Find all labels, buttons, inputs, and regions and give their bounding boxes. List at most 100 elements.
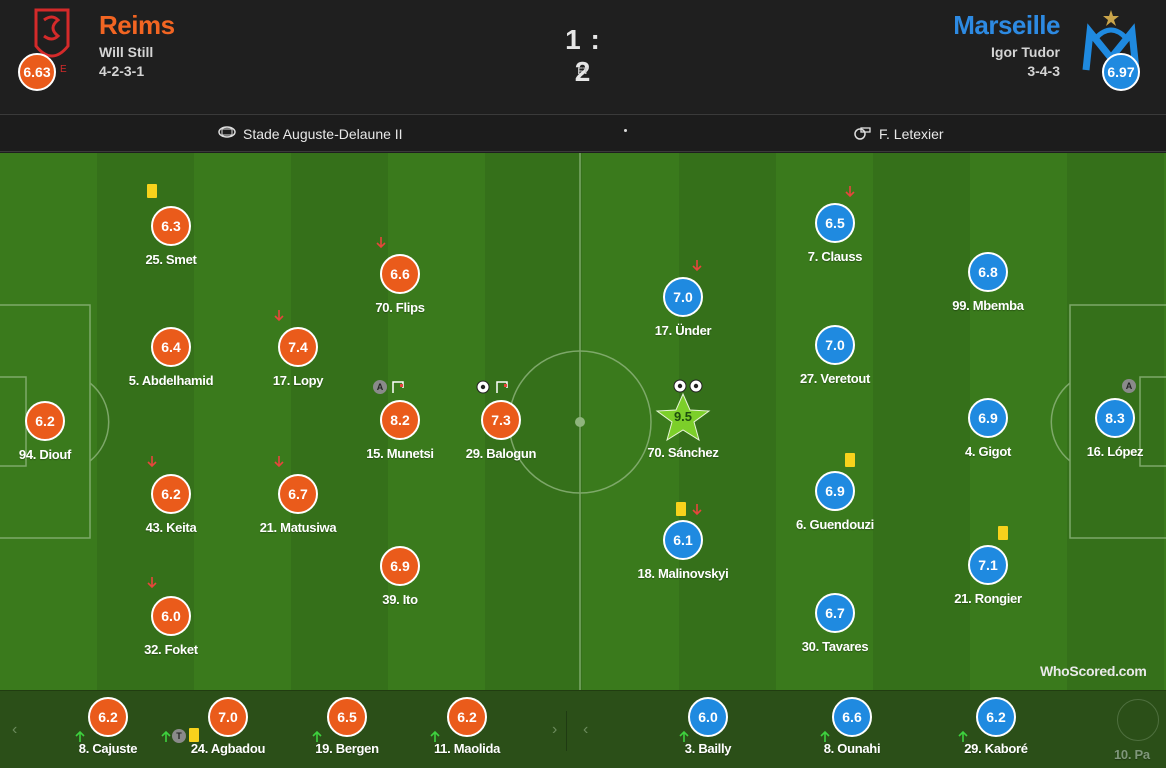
player-name: 32. Foket [144, 642, 198, 657]
sub-in-arrow-icon [430, 730, 440, 742]
player-home[interactable]: 6.3 25. Smet [111, 206, 231, 267]
player-rating: 6.2 [88, 697, 128, 737]
star-icon [655, 392, 711, 442]
goal-ball-icon [689, 379, 703, 393]
player-away[interactable]: 7.0 27. Veretout [775, 325, 895, 386]
player-name: 24. Agbadou [190, 741, 266, 756]
player-name: 39. Ito [382, 592, 418, 607]
bench-player-home[interactable]: 6.2 11. Maolida [407, 697, 527, 756]
match-header: E 6.63 Reims Will Still 4-2-3-1 1 : 2 FT… [0, 0, 1166, 113]
player-name: 25. Smet [145, 252, 197, 267]
captain-icon: A [373, 380, 387, 394]
player-name: 11. Maolida [433, 741, 501, 756]
bench-player-home[interactable]: 6.5 19. Bergen [287, 697, 407, 756]
player-name: 16. López [1086, 444, 1144, 459]
player-rating: 7.4 [278, 327, 318, 367]
away-team-rating: 6.97 [1102, 53, 1140, 91]
player-away[interactable]: 9.5 70. Sánchez [623, 392, 743, 460]
stadium-name: Stade Auguste-Delaune II [243, 126, 403, 142]
bench-next-button[interactable] [1117, 699, 1159, 741]
player-rating: 6.7 [278, 474, 318, 514]
sub-in-arrow-icon [958, 730, 968, 742]
player-home[interactable]: 6.2 94. Diouf [0, 401, 105, 462]
whistle-icon [854, 127, 871, 140]
player-home[interactable]: 6.0 32. Foket [111, 596, 231, 657]
bench-player-home[interactable]: 7.0 24. Agbadou [168, 697, 288, 756]
player-name: 3. Bailly [684, 741, 732, 756]
home-team-name[interactable]: Reims [99, 10, 175, 40]
player-name: 19. Bergen [315, 741, 379, 756]
separator-dot [624, 129, 627, 132]
man-of-the-match-star: 9.5 [653, 392, 713, 444]
player-name: 18. Malinovskyi [637, 566, 729, 581]
svg-text:E: E [60, 64, 67, 75]
home-manager: Will Still [99, 44, 154, 60]
player-name: 70. Flips [375, 300, 425, 315]
player-away[interactable]: 8.3 16. López [1055, 398, 1166, 459]
yellow-card-icon [189, 728, 199, 742]
player-home[interactable]: 7.4 17. Lopy [238, 327, 358, 388]
player-rating: 6.8 [968, 252, 1008, 292]
player-rating: 6.4 [151, 327, 191, 367]
player-home[interactable]: 6.6 70. Flips [340, 254, 460, 315]
bench-player-away[interactable]: 6.6 8. Ounahi [792, 697, 912, 756]
stadium-icon [218, 126, 236, 138]
bench-player-away[interactable]: 6.2 29. Kaboré [936, 697, 1056, 756]
sub-off-arrow-icon [274, 456, 284, 468]
player-away[interactable]: 6.9 6. Guendouzi [775, 471, 895, 532]
player-home[interactable]: 8.2 15. Munetsi [340, 400, 460, 461]
sub-in-arrow-icon [75, 730, 85, 742]
player-name: 21. Matusiwa [259, 520, 337, 535]
away-team-name[interactable]: Marseille [953, 10, 1060, 40]
player-name: 7. Clauss [807, 249, 863, 264]
player-rating: 8.3 [1095, 398, 1135, 438]
player-rating: 7.0 [663, 277, 703, 317]
yellow-card-icon [845, 453, 855, 467]
tactical-icon: T [172, 729, 186, 743]
player-rating: 6.0 [688, 697, 728, 737]
yellow-card-icon [998, 526, 1008, 540]
sub-in-arrow-icon [679, 730, 689, 742]
bench-prev-button[interactable]: ‹ [583, 721, 589, 738]
bench-player-home[interactable]: 6.2 8. Cajuste [48, 697, 168, 756]
bench-player-away[interactable]: 6.0 3. Bailly [648, 697, 768, 756]
player-name: 94. Diouf [18, 447, 72, 462]
player-rating: 6.5 [815, 203, 855, 243]
player-away[interactable]: 6.8 99. Mbemba [928, 252, 1048, 313]
bench-prev-button[interactable]: ‹ [12, 721, 18, 738]
player-away[interactable]: 6.7 30. Tavares [775, 593, 895, 654]
player-name: 4. Gigot [965, 444, 1011, 459]
player-home[interactable]: 6.2 43. Keita [111, 474, 231, 535]
player-name: 21. Rongier [954, 591, 1022, 606]
player-rating: 6.0 [151, 596, 191, 636]
player-name: 8. Cajuste [78, 741, 138, 756]
player-name: 17. Lopy [272, 373, 324, 388]
player-home[interactable]: 6.7 21. Matusiwa [238, 474, 358, 535]
bench-next-button[interactable]: › [552, 721, 558, 738]
player-rating: 6.3 [151, 206, 191, 246]
yellow-card-icon [676, 502, 686, 516]
match-score: 1 : 2 [565, 24, 601, 87]
player-rating: 6.2 [447, 697, 487, 737]
player-rating: 6.6 [832, 697, 872, 737]
player-rating: 6.9 [380, 546, 420, 586]
player-home[interactable]: 6.4 5. Abdelhamid [111, 327, 231, 388]
sub-off-arrow-icon [274, 310, 284, 322]
substitutes-bench: ‹ › ‹ 6.2 8. Cajuste 7.0 24. Agbadou 6.5… [0, 690, 1166, 768]
player-rating: 6.6 [380, 254, 420, 294]
player-away[interactable]: 6.9 4. Gigot [928, 398, 1048, 459]
player-away[interactable]: 7.0 17. Ünder [623, 277, 743, 338]
whoscored-logo: WhoScored.com [1040, 663, 1147, 679]
player-home[interactable]: 7.3 29. Balogun [441, 400, 561, 461]
pitch: 6.3 25. Smet 6.4 5. Abdelhamid 6.2 94. D… [0, 153, 1166, 690]
sub-off-arrow-icon [376, 237, 386, 249]
sub-in-arrow-icon [161, 730, 171, 742]
player-away[interactable]: 7.1 21. Rongier [928, 545, 1048, 606]
player-rating: 7.0 [815, 325, 855, 365]
player-away[interactable]: 6.1 18. Malinovskyi [623, 520, 743, 581]
player-away[interactable]: 6.5 7. Clauss [775, 203, 895, 264]
player-name: 99. Mbemba [952, 298, 1024, 313]
player-rating: 6.9 [968, 398, 1008, 438]
player-home[interactable]: 6.9 39. Ito [340, 546, 460, 607]
player-rating: 6.2 [25, 401, 65, 441]
